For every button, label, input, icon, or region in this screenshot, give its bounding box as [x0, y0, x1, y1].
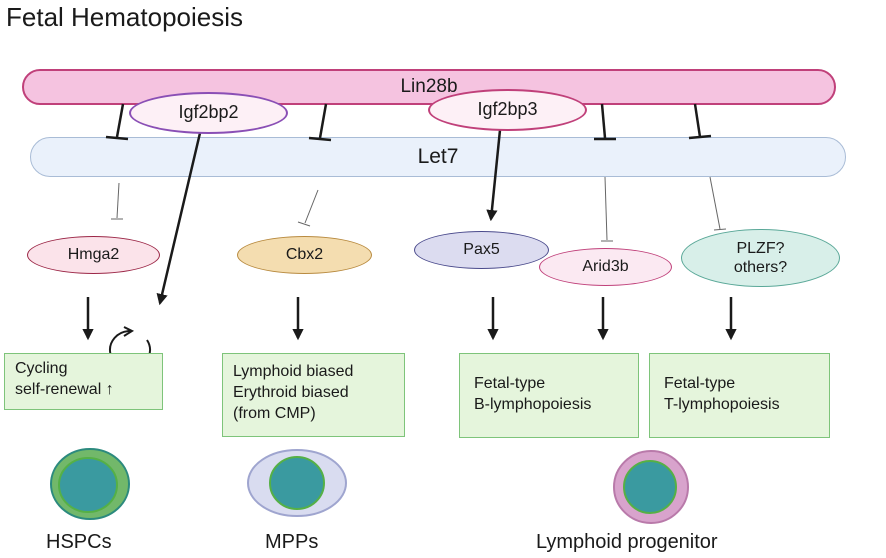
outcome-line: B-lymphopoiesis — [474, 395, 592, 413]
outcome-line: (from CMP) — [233, 404, 316, 422]
outcome-line: self-renewal ↑ — [15, 380, 114, 398]
igf2bp3-arrow — [486, 129, 502, 222]
outcome-box-biased: Lymphoid biased Erythroid biased (from C… — [222, 353, 405, 437]
cbx2-node: Cbx2 — [237, 236, 372, 274]
outcome-box-cycling: Cycling self-renewal ↑ — [4, 353, 163, 410]
outcome-box-b-lymphopoiesis: Fetal-type B-lymphopoiesis — [459, 353, 639, 438]
lin28b-label: Lin28b — [400, 76, 458, 97]
igf2bp2-label: Igf2bp2 — [178, 102, 239, 123]
outcome-line: T-lymphopoiesis — [664, 395, 780, 413]
lymphoid-progenitor-label: Lymphoid progenitor — [536, 531, 718, 553]
igf2bp3-node: Igf2bp3 — [428, 89, 587, 131]
outcome-line: Cycling — [15, 360, 68, 377]
arid3b-label: Arid3b — [582, 258, 629, 276]
plzf-label-line2: others? — [733, 259, 788, 276]
arid3b-node: Arid3b — [539, 248, 672, 286]
lin28b-inhibits-let7 — [105, 103, 712, 142]
igf2bp2-node: Igf2bp2 — [129, 92, 288, 134]
hmga2-node: Hmga2 — [27, 236, 160, 274]
lymphoid-cell-icon — [613, 450, 689, 524]
hspc-cell-icon — [50, 448, 130, 520]
igf2bp2-arrow — [156, 132, 202, 306]
mpp-label: MPPs — [265, 531, 319, 553]
outcome-line: Lymphoid biased — [233, 363, 354, 380]
igf2bp3-label: Igf2bp3 — [477, 99, 538, 120]
outcome-line: Fetal-type — [474, 375, 546, 392]
pax5-node: Pax5 — [414, 231, 549, 269]
outcome-line: Fetal-type — [664, 375, 736, 392]
hmga2-label: Hmga2 — [67, 246, 120, 264]
target-outcome-arrows — [82, 297, 737, 341]
figure-title: Fetal Hematopoiesis — [6, 2, 243, 32]
plzf-label-line1: PLZF? — [736, 239, 785, 257]
mpp-cell-icon — [247, 449, 347, 517]
let7-inhibits-targets — [111, 176, 727, 242]
plzf-node: PLZF? others? — [681, 229, 840, 287]
hspc-label: HSPCs — [46, 531, 112, 553]
pax5-label: Pax5 — [463, 241, 500, 259]
let7-bar: Let7 — [30, 137, 846, 177]
outcome-box-t-lymphopoiesis: Fetal-type T-lymphopoiesis — [649, 353, 830, 438]
outcome-line: Erythroid biased — [233, 383, 349, 401]
cbx2-label: Cbx2 — [285, 246, 324, 264]
let7-label: Let7 — [417, 145, 459, 168]
